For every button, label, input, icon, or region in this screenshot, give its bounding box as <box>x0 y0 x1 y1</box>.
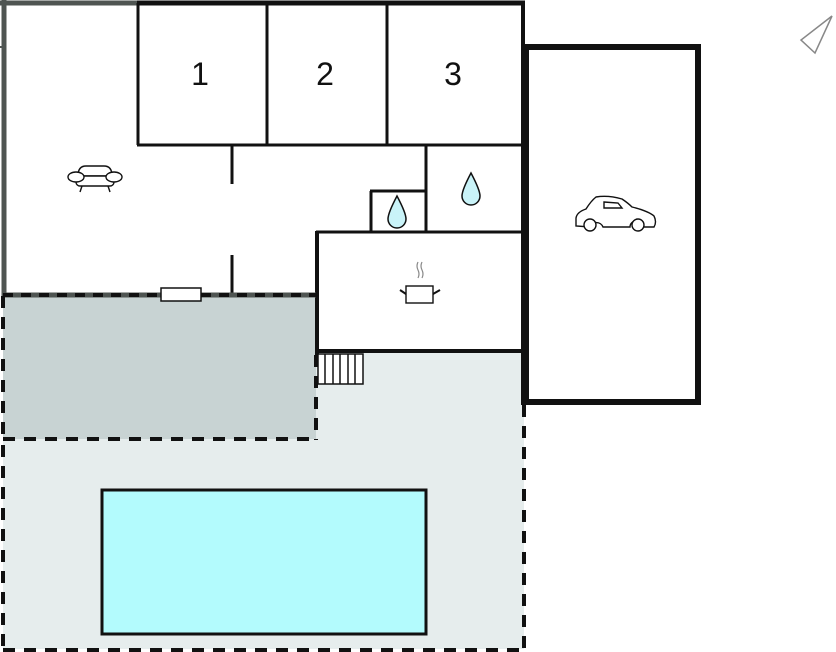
wc <box>373 193 425 231</box>
water-drop-icon <box>387 194 407 229</box>
water-drop-icon <box>461 171 481 206</box>
window <box>160 287 202 302</box>
north-arrow-icon <box>799 15 833 55</box>
bedroom-2 <box>269 5 386 144</box>
bathroom <box>428 147 522 231</box>
living-room <box>7 5 137 293</box>
kitchen <box>319 234 522 350</box>
bedroom-2-label: 2 <box>316 56 334 92</box>
bedroom-3 <box>389 5 522 144</box>
bedroom-1 <box>140 5 266 144</box>
cooking-pot-icon <box>399 261 441 304</box>
car-icon <box>575 195 657 232</box>
sofa-icon <box>67 165 123 193</box>
stairs <box>317 353 364 385</box>
swimming-pool <box>100 488 428 636</box>
bedroom-3-label: 3 <box>444 56 462 92</box>
covered-terrace <box>3 296 316 439</box>
hallway <box>137 147 315 293</box>
bedroom-1-label: 1 <box>191 56 209 92</box>
